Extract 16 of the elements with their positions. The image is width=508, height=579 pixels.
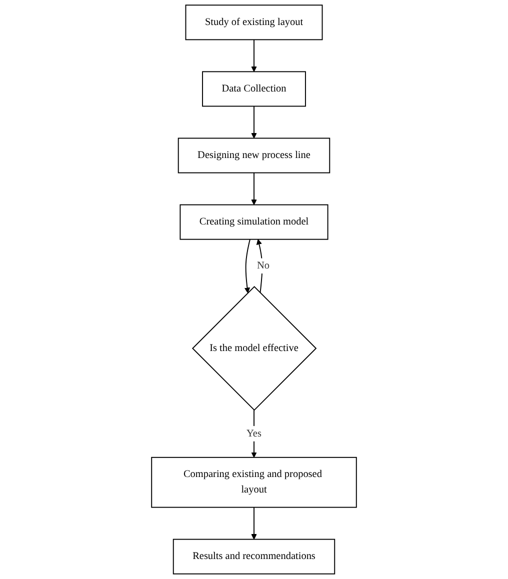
node-box: Designing new process line <box>178 138 330 174</box>
node-box: Data Collection <box>202 71 306 107</box>
arrow <box>251 39 257 72</box>
node-diamond: Is the model effective <box>192 286 317 411</box>
arrow <box>251 106 257 138</box>
arrow <box>244 238 250 294</box>
edge-label: No <box>256 260 270 271</box>
node-box: Results and recommendations <box>172 538 336 574</box>
arrow <box>251 506 257 540</box>
edge-label: Yes <box>246 428 262 439</box>
node-box: Comparing existing and proposed layout <box>151 456 357 508</box>
arrow <box>251 172 257 206</box>
node-box: Study of existing layout <box>185 4 323 40</box>
arrow <box>256 239 263 294</box>
node-box: Creating simulation model <box>180 204 328 240</box>
arrow <box>251 410 257 458</box>
